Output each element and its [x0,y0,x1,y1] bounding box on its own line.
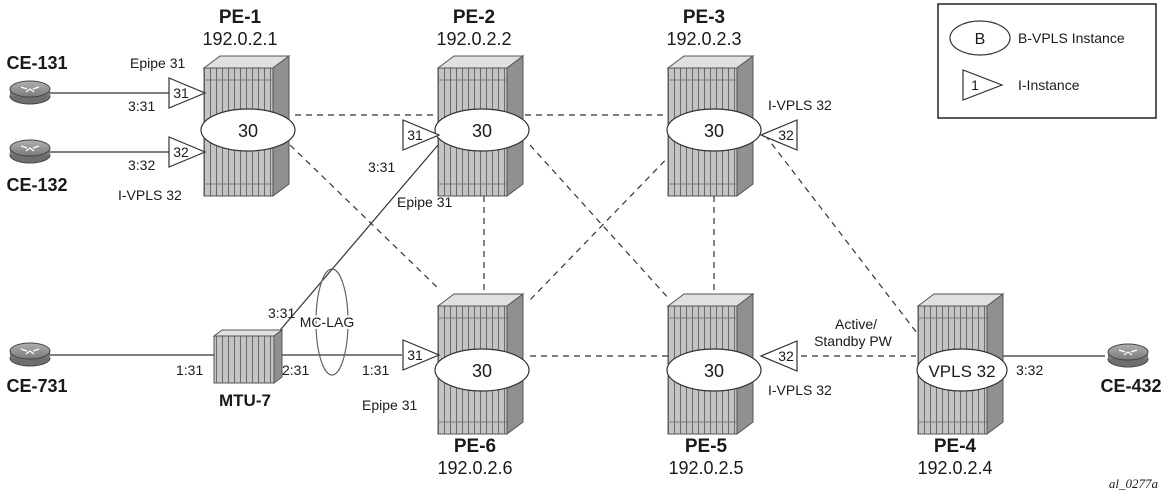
pe6-bvpls-label: 30 [472,361,492,381]
pe2-bvpls-label: 30 [472,121,492,141]
pe1-bvpls [200,108,296,152]
sap-mtu-pe6: 2:31 [282,362,309,378]
pe2-epipe-label: Epipe 31 [397,194,452,210]
ce432-router-icon [1107,343,1149,368]
ce731-router-icon [9,342,51,367]
ce132-name: CE-132 [6,175,67,195]
pe3-ivpls-triangle [759,119,798,151]
legend-iinst-label: I-Instance [1018,77,1080,93]
pe2-bvpls [434,108,530,152]
ce131-router-icon [9,80,51,105]
pe4-vpls [916,348,1008,392]
pe1-epipe-num: 31 [173,85,189,101]
mtu7-chassis [212,329,284,384]
legend-bvpls-symbol [949,20,1011,56]
sap-pe1-ce131: 3:31 [128,98,155,114]
pe4-name: PE-4 [934,436,977,457]
legend-box [937,3,1157,119]
figure-id: al_0277a [1109,476,1159,491]
pe5-ivpls-triangle [759,340,798,372]
legend-bvpls-label: B-VPLS Instance [1018,30,1125,46]
link-pe1-pe6 [289,144,441,291]
pe3-bvpls [666,108,762,152]
pe3-ivpls-label: I-VPLS 32 [768,97,832,113]
pe5-ivpls-label: I-VPLS 32 [768,382,832,398]
link-pe2-pe5 [529,144,671,301]
pw-label-line2: Standby PW [814,333,893,349]
pe5-ivpls-num: 32 [778,348,794,364]
pe2-epipe-num: 31 [407,127,423,143]
link-pe3-pe4 [764,134,931,351]
ce131-name: CE-131 [6,53,67,73]
pe1-epipe-label: Epipe 31 [130,55,185,71]
pe1-name: PE-1 [219,7,262,28]
pe1-ivpls-num: 32 [173,144,189,160]
pe4-ip: 192.0.2.4 [917,458,992,478]
link-pe3-pe6 [529,144,681,301]
instance-triangles [168,77,798,372]
pe5-name: PE-5 [685,436,728,457]
pe1-ivpls-label: I-VPLS 32 [118,187,182,203]
ce731-name: CE-731 [6,376,67,396]
ce432-name: CE-432 [1100,376,1161,396]
pe6-epipe-triangle [402,339,441,371]
pe5-bvpls-label: 30 [704,361,724,381]
pe5-bvpls [666,348,762,392]
ce132-router-icon [9,139,51,164]
mclag-label: MC-LAG [300,314,354,330]
pe6-bvpls [434,348,530,392]
mclag-ellipse [315,268,349,376]
mtu7-name: MTU-7 [219,391,271,410]
sap-mtu-up: 3:31 [268,305,295,321]
pe3-ip: 192.0.2.3 [666,29,741,49]
sap-pe4-ce: 3:32 [1016,362,1043,378]
sap-mtu-ce: 1:31 [176,362,203,378]
legend-bvpls-symbol-text: B [975,31,986,48]
pw-label-line1: Active/ [835,316,877,332]
legend-iinst-symbol [962,69,1004,101]
sap-pe1-ce132: 3:32 [128,157,155,173]
pe6-epipe-num: 31 [407,347,423,363]
sap-pe6-mtu: 1:31 [362,362,389,378]
bvpls-ovals [200,108,1008,392]
legend-iinst-symbol-text: 1 [971,77,979,93]
pe1-epipe-triangle [168,77,207,109]
pe4-vpls-label: VPLS 32 [928,362,995,381]
pe1-ip: 192.0.2.1 [202,29,277,49]
pe1-ivpls-triangle [168,136,207,168]
pe1-bvpls-label: 30 [238,121,258,141]
pe3-bvpls-label: 30 [704,121,724,141]
pe2-ip: 192.0.2.2 [436,29,511,49]
pe2-name: PE-2 [453,7,495,28]
pe3-name: PE-3 [683,7,725,28]
pe6-epipe-label: Epipe 31 [362,397,417,413]
pe3-ivpls-num: 32 [778,127,794,143]
sap-pe2-mtu: 3:31 [368,159,395,175]
pe2-epipe-triangle [402,119,441,151]
mesh-links [289,114,931,357]
pe5-ip: 192.0.2.5 [668,458,743,478]
access-links [42,92,1105,357]
legend: B B-VPLS Instance 1 I-Instance [937,3,1157,119]
pe6-ip: 192.0.2.6 [437,458,512,478]
pe6-name: PE-6 [454,436,496,457]
link-mtu7-pe2 [275,144,439,336]
